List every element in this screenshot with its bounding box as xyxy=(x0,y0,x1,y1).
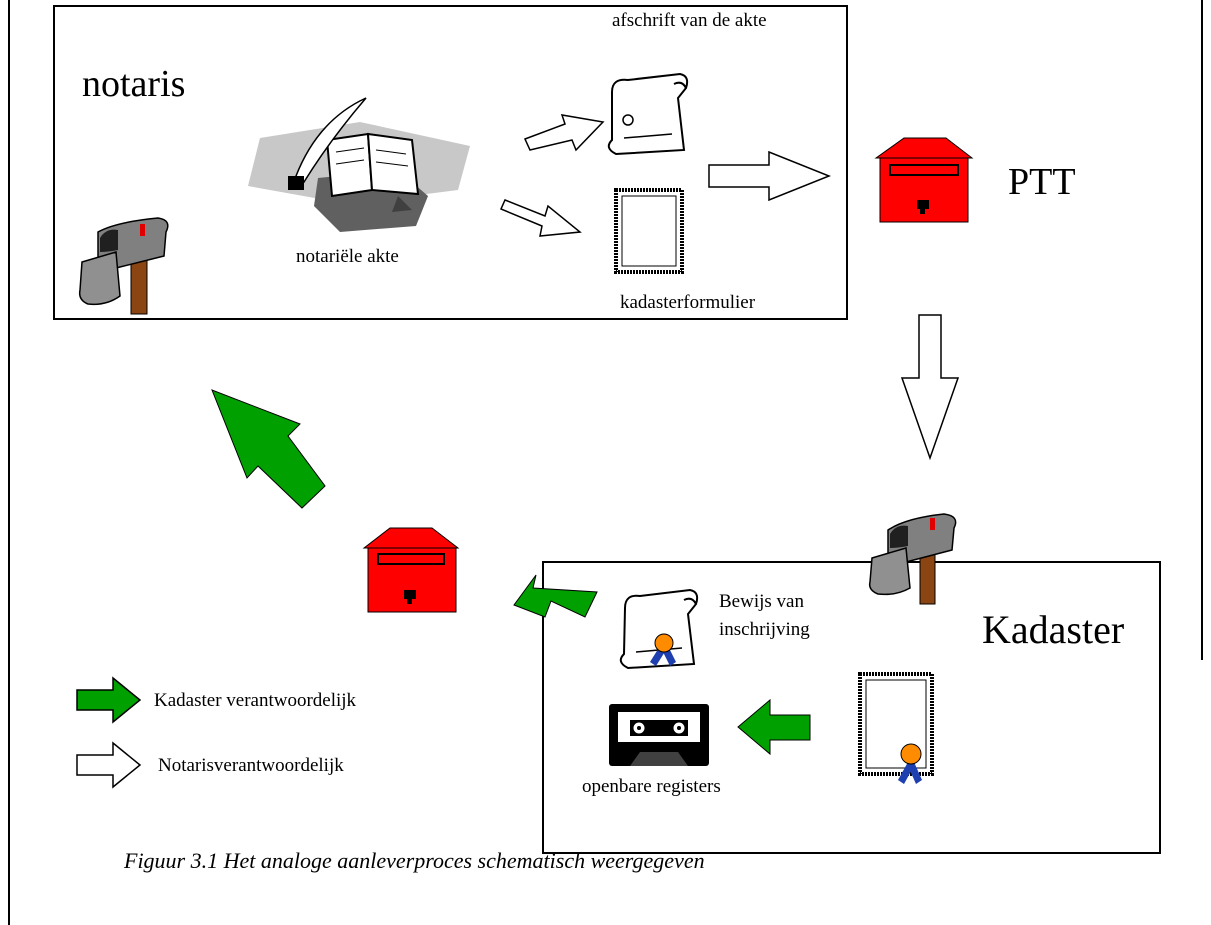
arrow-to-ptt xyxy=(708,150,832,202)
mailbox-kadaster-icon xyxy=(868,513,957,605)
mailbox-notaris-icon xyxy=(78,217,169,315)
legend-kadaster-label: Kadaster verantwoordelijk xyxy=(154,690,357,711)
notaris-title: notaris xyxy=(82,63,186,105)
kadaster-title: Kadaster xyxy=(982,607,1125,652)
certificate-icon xyxy=(858,672,934,784)
deed-copy-icon xyxy=(607,72,689,156)
legend-notaris-label: Notarisverantwoordelijk xyxy=(158,755,344,776)
notarial-deed-icon xyxy=(248,97,470,232)
deed-copy-label: afschrift van de akte xyxy=(612,10,767,31)
notarial-deed-label: notariële akte xyxy=(296,246,399,267)
green-arrow-to-registers xyxy=(737,698,811,756)
green-arrow-to-postbox xyxy=(513,574,598,618)
ptt-label: PTT xyxy=(1008,161,1076,203)
notaris-box xyxy=(53,5,848,320)
postbox-ptt-icon xyxy=(874,137,974,223)
legend-white-arrow xyxy=(76,741,142,789)
arrow-to-copy xyxy=(523,114,605,152)
figure-caption: Figuur 3.1 Het analoge aanleverproces sc… xyxy=(124,848,705,873)
public-registers-label: openbare registers xyxy=(582,776,721,797)
arrow-to-form xyxy=(500,199,582,237)
registration-proof-label: Bewijs van inschrijving xyxy=(719,591,810,640)
registration-proof-icon xyxy=(619,588,699,670)
legend-green-arrow xyxy=(76,676,142,724)
postbox-return-icon xyxy=(362,527,460,613)
kadaster-form-icon xyxy=(614,188,684,274)
kadaster-form-label: kadasterformulier xyxy=(620,292,756,313)
cassette-tape-icon xyxy=(609,704,709,766)
kadaster-box xyxy=(542,561,1161,854)
arrow-down-to-kadaster xyxy=(900,314,960,461)
green-arrow-to-notaris xyxy=(211,389,326,509)
